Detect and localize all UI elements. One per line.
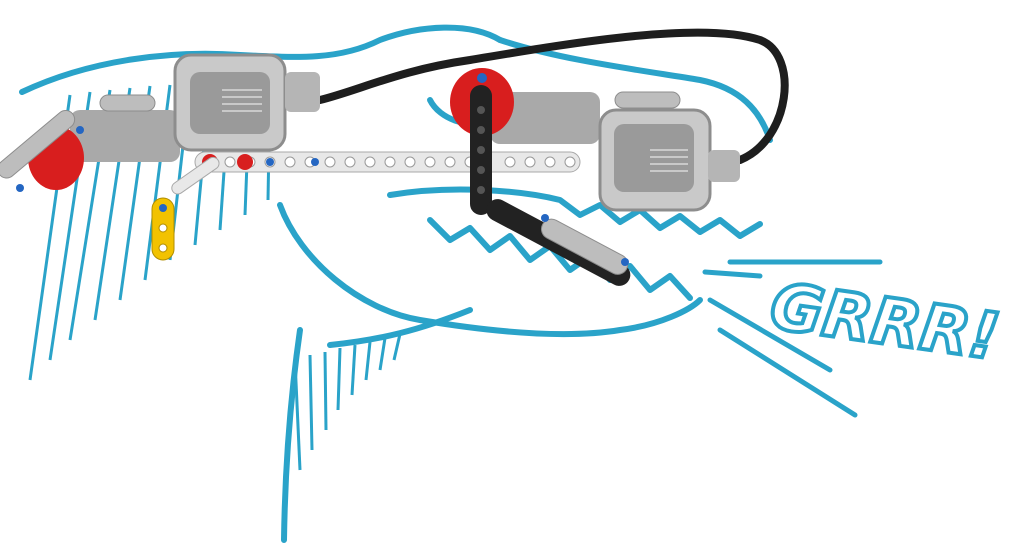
yellow-link	[151, 156, 220, 261]
dinosaur-outline	[19, 24, 773, 543]
medium-motor-icon	[490, 91, 740, 212]
roar-caption: GRRR!	[766, 270, 1004, 375]
long-light-beam	[194, 151, 581, 173]
black-jaw-beam	[470, 85, 631, 286]
left-red-hub	[0, 109, 84, 192]
large-motor-icon	[70, 53, 320, 162]
black-cable-icon	[316, 28, 789, 164]
throat-stripes	[293, 333, 402, 471]
roar-lines	[702, 259, 883, 418]
